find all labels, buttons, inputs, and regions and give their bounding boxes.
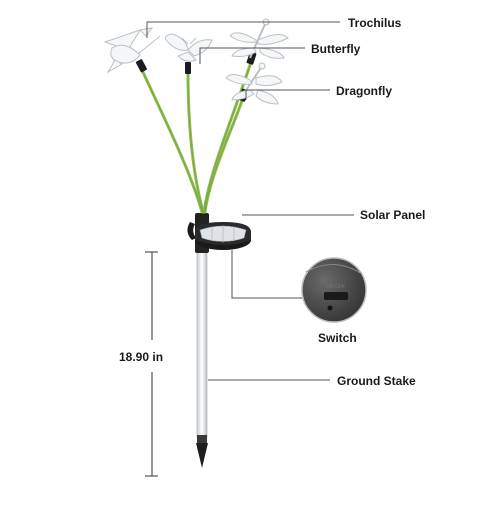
stem-dragonfly — [203, 96, 245, 214]
dragonfly-figure-top — [229, 18, 289, 59]
leader-dragonfly — [245, 89, 330, 100]
stems — [140, 60, 253, 214]
leader-lines — [146, 21, 354, 381]
stake-tip — [196, 443, 208, 468]
solar-panel-icon — [195, 222, 251, 250]
hummingbird-figure — [103, 27, 161, 74]
dragonfly-figure — [225, 62, 283, 105]
label-trochilus: Trochilus — [348, 16, 402, 30]
label-switch: Switch — [318, 331, 357, 345]
label-solar-panel: Solar Panel — [360, 208, 426, 222]
leader-switch — [231, 250, 302, 299]
label-height: 18.90 in — [119, 350, 164, 364]
switch-toggle — [324, 292, 348, 300]
svg-text:ON OFF: ON OFF — [326, 284, 345, 290]
label-ground-stake: Ground Stake — [337, 374, 416, 388]
stem-trochilus — [140, 68, 204, 214]
leader-butterfly — [199, 47, 305, 64]
label-dragonfly: Dragonfly — [336, 84, 393, 98]
height-dimension — [145, 251, 158, 477]
leader-trochilus — [146, 21, 340, 38]
label-butterfly: Butterfly — [311, 42, 361, 56]
switch-closeup: ON OFF — [301, 257, 367, 323]
ground-stake — [196, 249, 208, 468]
